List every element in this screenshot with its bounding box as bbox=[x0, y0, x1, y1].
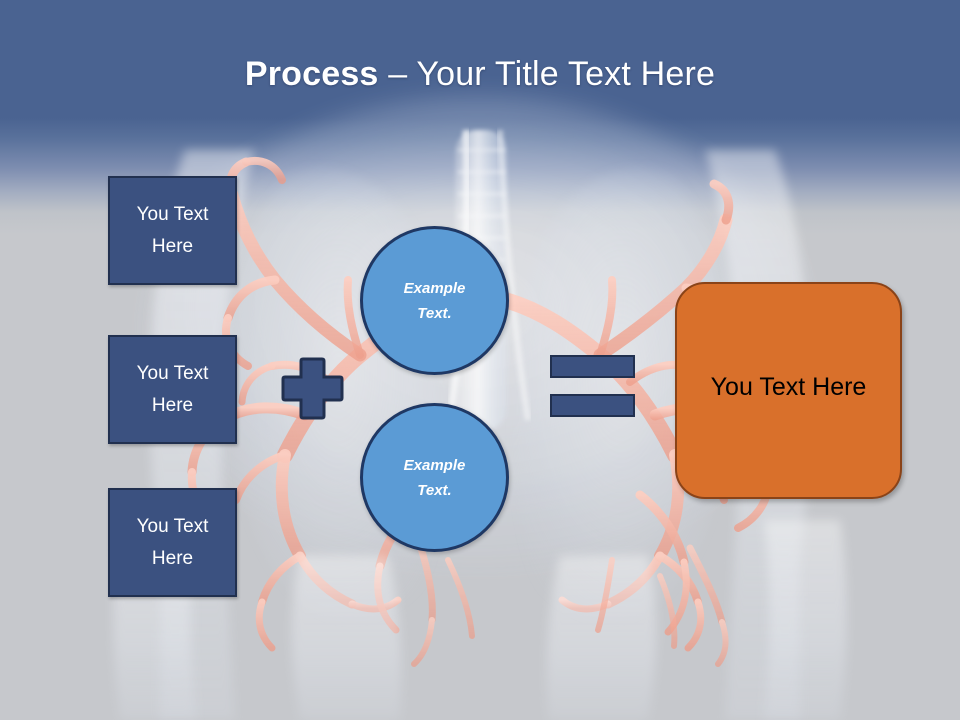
slide-title: Process – Your Title Text Here bbox=[0, 52, 960, 96]
example-circle-2-line2: Text. bbox=[417, 481, 452, 499]
equals-operator-icon bbox=[550, 355, 635, 417]
input-box-1-line1: You Text bbox=[136, 203, 209, 225]
input-box-2[interactable]: You Text Here bbox=[108, 335, 237, 444]
title-rest: – Your Title Text Here bbox=[378, 55, 716, 93]
plus-icon bbox=[281, 357, 344, 420]
input-box-2-line1: You Text bbox=[136, 362, 209, 384]
input-box-3[interactable]: You Text Here bbox=[108, 488, 237, 597]
example-circle-1[interactable]: Example Text. bbox=[360, 226, 509, 375]
plus-operator-icon bbox=[281, 357, 344, 420]
title-strong: Process bbox=[244, 55, 379, 93]
result-box-label: You Text Here bbox=[710, 373, 867, 401]
example-circle-2-line1: Example bbox=[403, 456, 466, 474]
input-box-2-text: You Text Here bbox=[137, 358, 209, 422]
example-circle-1-line1: Example bbox=[403, 279, 466, 297]
example-circle-1-text: Example Text. bbox=[404, 276, 466, 326]
input-box-2-line2: Here bbox=[151, 394, 194, 416]
example-circle-2[interactable]: Example Text. bbox=[360, 403, 509, 552]
input-box-3-line1: You Text bbox=[136, 515, 209, 537]
input-box-3-text: You Text Here bbox=[137, 511, 209, 575]
input-box-1-line2: Here bbox=[151, 235, 194, 257]
input-box-1-text: You Text Here bbox=[137, 199, 209, 263]
example-circle-2-text: Example Text. bbox=[404, 453, 466, 503]
input-box-3-line2: Here bbox=[151, 547, 194, 569]
equals-bar-bottom bbox=[550, 394, 635, 417]
example-circle-1-line2: Text. bbox=[417, 304, 452, 322]
input-box-1[interactable]: You Text Here bbox=[108, 176, 237, 285]
equals-bar-top bbox=[550, 355, 635, 378]
result-box[interactable]: You Text Here bbox=[675, 282, 902, 499]
